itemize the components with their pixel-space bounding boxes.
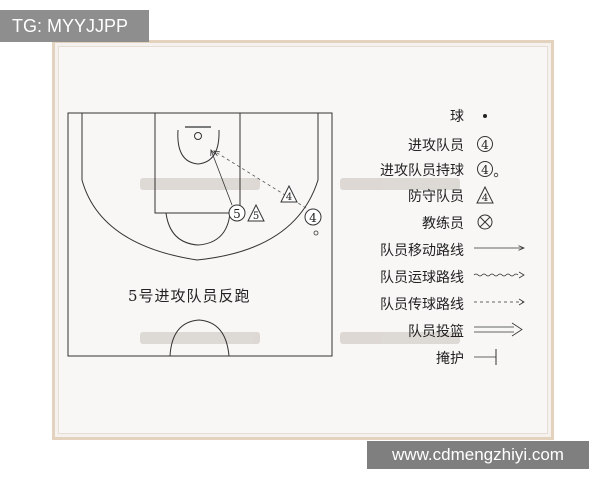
player-number: 4 (286, 192, 292, 203)
offensive-player-with-ball-icon: 4 (477, 161, 499, 178)
diagram-frame (52, 40, 554, 440)
restricted-area-arc (177, 129, 220, 165)
offensive-player-icon: 4 (477, 136, 493, 152)
diagram-caption: 5号进攻队员反跑 (128, 287, 251, 305)
player-number: 5 (233, 207, 241, 221)
ball-icon (483, 114, 487, 118)
player-number: 4 (309, 211, 317, 225)
free-throw-circle (165, 212, 231, 246)
pass-line-icon (474, 298, 525, 306)
ball-dot (313, 230, 319, 236)
shot-arrow-icon (474, 322, 523, 337)
defensive-player-icon: 4 (476, 185, 494, 204)
legend-number: 4 (482, 193, 488, 204)
paint-area (154, 112, 241, 214)
site-url-banner: www.cdmengzhiyi.com (367, 441, 589, 469)
three-point-line (81, 113, 319, 261)
legend-number: 4 (481, 138, 489, 152)
dribble-line-icon (473, 271, 525, 279)
offensive-player-4: 4 (304, 208, 322, 226)
defensive-player-5: 5 (247, 203, 265, 222)
center-circle (169, 319, 230, 357)
screen-icon (474, 349, 497, 365)
offensive-player-5: 5 (228, 204, 246, 222)
basket-rim (194, 132, 202, 140)
diagram-panel (58, 46, 548, 434)
coach-icon (477, 214, 493, 230)
player-5-cut-path (211, 150, 233, 206)
legend-number: 4 (481, 163, 489, 177)
defensive-player-4: 4 (280, 184, 298, 203)
overlay-tag: TG: MYYJJPP (0, 10, 149, 42)
watermark-mark (140, 178, 460, 344)
player-number: 5 (253, 211, 259, 222)
